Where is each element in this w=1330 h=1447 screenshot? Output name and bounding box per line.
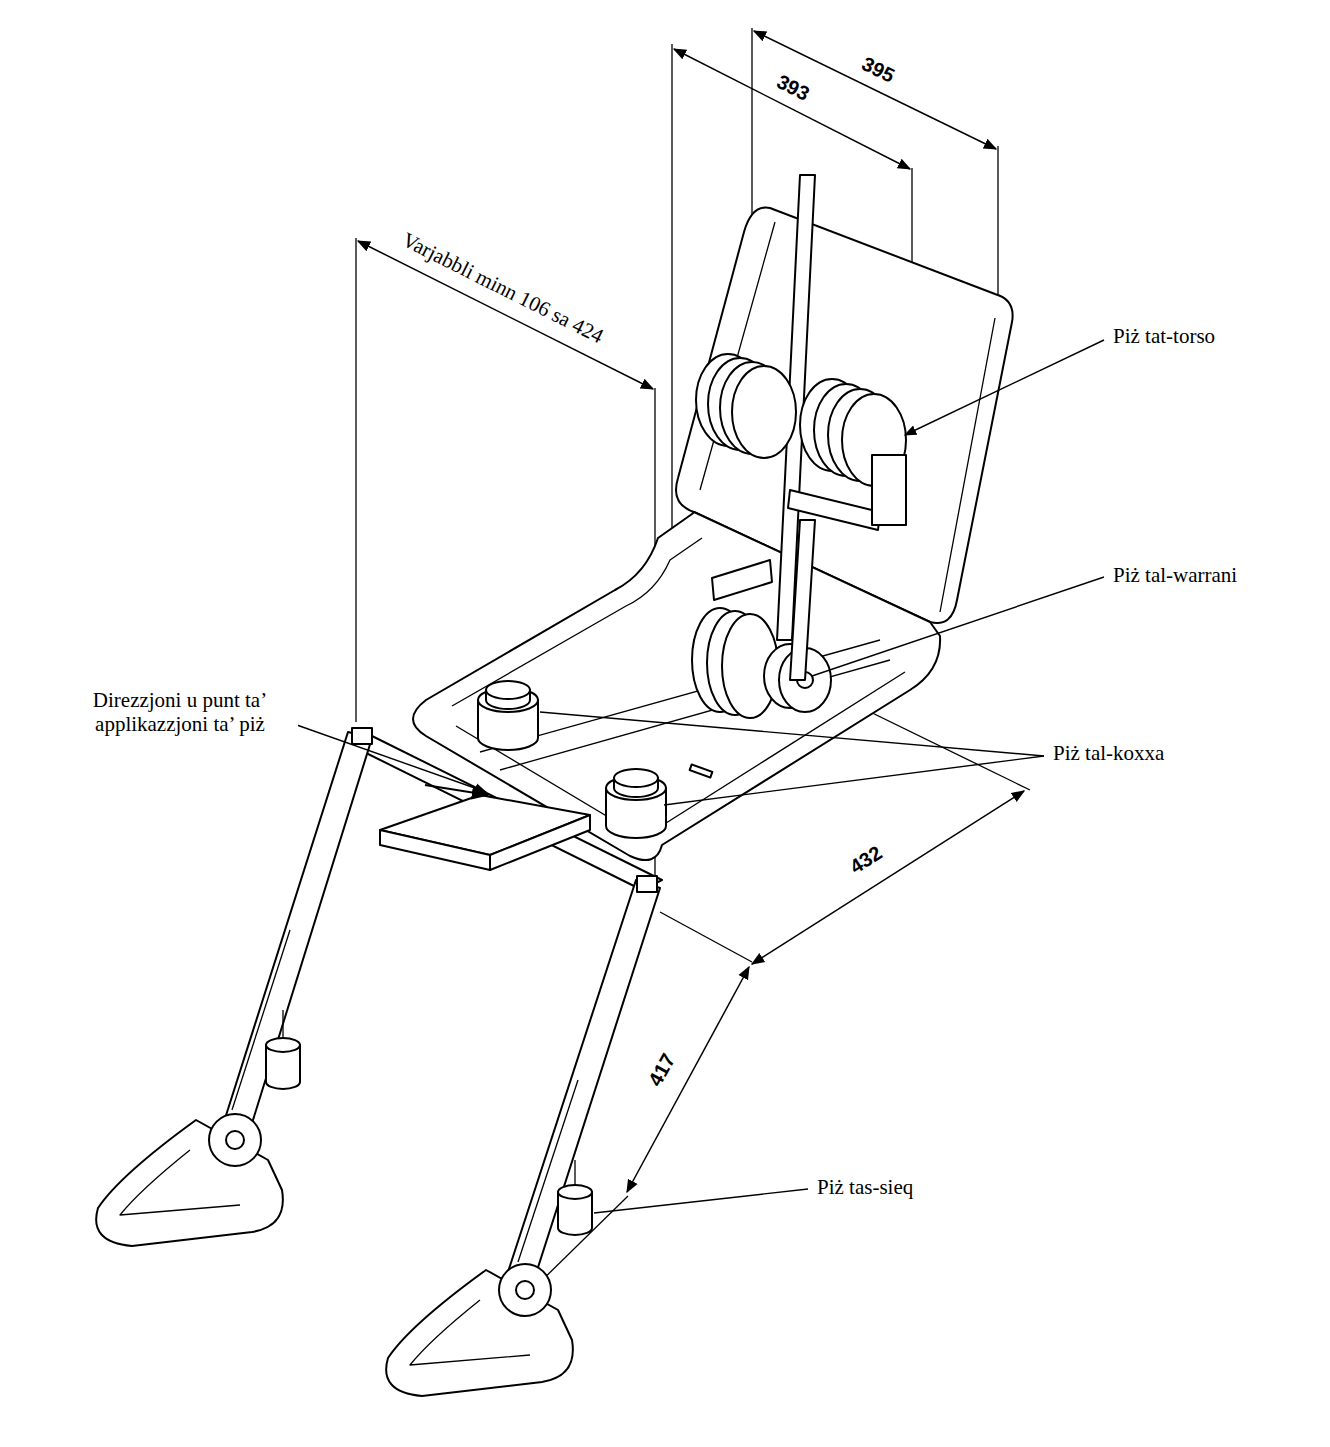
hip-weight xyxy=(692,608,831,718)
foot-weight xyxy=(266,1010,592,1235)
extension-lines xyxy=(356,28,1030,1292)
part-label: Piż tas-sieq xyxy=(814,1175,916,1199)
part-label: Direzzjoni u punt ta’ applikazzjoni ta’ … xyxy=(62,688,298,736)
dimension-value: 393 xyxy=(770,69,816,107)
dimension-value: 417 xyxy=(642,1047,681,1093)
leader-lines xyxy=(294,340,1104,1213)
part-label: Piż tal-koxxa xyxy=(1050,741,1167,765)
thigh-weight xyxy=(478,681,666,838)
dimension-value: 395 xyxy=(855,51,900,89)
part-label: Piż tat-torso xyxy=(1110,324,1218,348)
dimension-value: 432 xyxy=(843,840,889,881)
leg xyxy=(222,728,660,1286)
dimension-lines xyxy=(358,31,1024,1192)
torso-weight xyxy=(696,175,906,680)
dimension-note: Varjabbli minn 106 sa 424 xyxy=(396,226,610,350)
part-label: Piż tal-warrani xyxy=(1110,563,1240,587)
foot xyxy=(96,1114,573,1396)
